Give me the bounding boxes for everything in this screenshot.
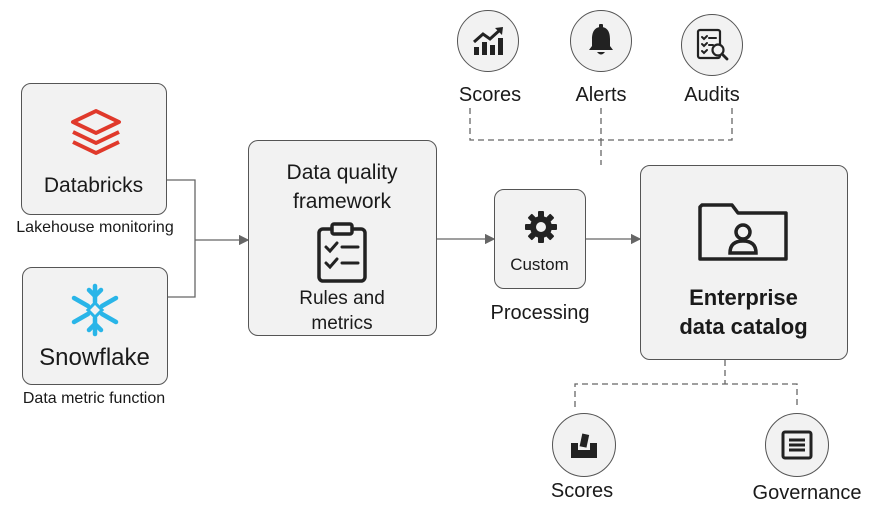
- bottom-outputs-bracket: [574, 383, 798, 407]
- bell-icon: [589, 24, 613, 55]
- bottom-scores-label: Scores: [550, 480, 614, 502]
- clipboard-checklist-icon: [315, 221, 369, 288]
- audits-label: Audits: [684, 84, 740, 106]
- snowflake-label: Snowflake: [39, 344, 150, 371]
- framework-title-line1: Data quality: [286, 161, 398, 184]
- databricks-caption: Lakehouse monitoring: [16, 219, 174, 236]
- alerts-circle[interactable]: [570, 10, 632, 72]
- databricks-logo-icon: [69, 108, 123, 163]
- databricks-card[interactable]: Databricks: [21, 83, 167, 215]
- trend-chart-icon: [473, 27, 503, 55]
- databricks-connector: [166, 179, 196, 240]
- processing-caption: Processing: [490, 302, 590, 324]
- alerts-label: Alerts: [575, 84, 627, 106]
- databricks-label: Databricks: [43, 174, 144, 197]
- scores-bottom-circle[interactable]: [552, 413, 616, 477]
- document-list-icon: [781, 430, 813, 460]
- framework-sub-line2: metrics: [311, 313, 373, 334]
- governance-circle[interactable]: [765, 413, 829, 477]
- folder-user-icon: [696, 199, 790, 268]
- checklist-search-icon: [696, 28, 729, 61]
- data-quality-framework-card[interactable]: Data quality framework Rules and metrics: [248, 140, 437, 336]
- catalog-title-line2: data catalog: [679, 314, 808, 339]
- enterprise-data-catalog-card[interactable]: Enterprise data catalog: [640, 165, 848, 360]
- gear-icon: [524, 210, 558, 249]
- snowflake-card[interactable]: Snowflake: [22, 267, 168, 385]
- scores-trend-circle[interactable]: [457, 10, 519, 72]
- governance-label: Governance: [752, 482, 862, 504]
- custom-label: Custom: [510, 255, 569, 274]
- snowflake-connector: [166, 240, 196, 298]
- snowflake-logo-icon: [67, 282, 123, 343]
- audits-circle[interactable]: [681, 14, 743, 76]
- snowflake-caption: Data metric function: [22, 390, 166, 407]
- top-scores-label: Scores: [458, 84, 522, 106]
- score-tray-icon: [571, 433, 597, 458]
- custom-processing-card[interactable]: Custom: [494, 189, 586, 289]
- catalog-title-line1: Enterprise: [689, 285, 798, 310]
- framework-sub-line1: Rules and: [299, 288, 385, 309]
- framework-title-line2: framework: [292, 190, 392, 213]
